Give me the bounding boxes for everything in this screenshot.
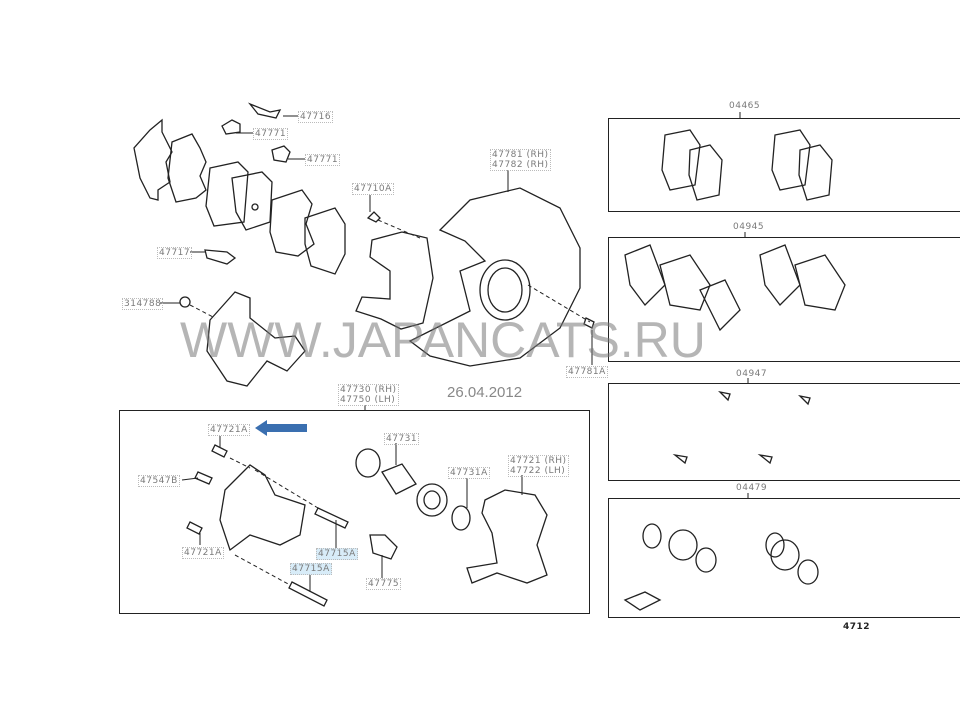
part-label-47775[interactable]: 47775 <box>366 578 402 590</box>
part-label-47731[interactable]: 47731 <box>384 433 420 445</box>
watermark: WWW.JAPANCATS.RU <box>180 312 706 368</box>
diagram-date: 26.04.2012 <box>447 384 523 401</box>
kit-box-04947 <box>608 383 960 481</box>
caliper-bracket-and-dust-shield <box>355 187 595 367</box>
part-label-47710A[interactable]: 47710A <box>352 183 394 195</box>
caliper-exploded-parts <box>186 444 548 607</box>
part-label-47771[interactable]: 47771 <box>305 154 341 166</box>
part-label-47731A[interactable]: 47731A <box>448 467 490 479</box>
part-label-47781[interactable]: 47781 (RH) 47782 (RH) <box>490 149 551 171</box>
part-label-47547B[interactable]: 47547B <box>138 475 180 487</box>
part-label-47715A[interactable]: 47715A <box>290 563 332 575</box>
part-label-314788[interactable]: 314788 <box>122 298 164 310</box>
part-label-47721[interactable]: 47721 (RH) 47722 (LH) <box>508 455 569 477</box>
part-label-47730[interactable]: 47730 (RH) 47750 (LH) <box>338 384 399 406</box>
brake-pad-shims <box>133 102 346 275</box>
kit-label-04479[interactable]: 04479 <box>736 483 768 493</box>
blue-arrow-indicator <box>255 420 307 436</box>
kit-box-04465 <box>608 118 960 212</box>
part-label-47715A[interactable]: 47715A <box>316 548 358 560</box>
kit-box-04479 <box>608 498 960 618</box>
kit-label-04945[interactable]: 04945 <box>733 222 765 232</box>
caliper-assembly <box>179 291 306 387</box>
part-label-47721A[interactable]: 47721A <box>208 424 250 436</box>
kit-box-04945 <box>608 237 960 362</box>
part-label-47717[interactable]: 47717 <box>157 247 193 259</box>
part-label-47716[interactable]: 47716 <box>298 111 334 123</box>
kit-label-04465[interactable]: 04465 <box>729 101 761 111</box>
kit-label-4712[interactable]: 4712 <box>843 622 871 632</box>
part-label-47771[interactable]: 47771 <box>253 128 289 140</box>
leader-lines <box>160 112 749 592</box>
kit-parts <box>623 129 846 611</box>
caliper-assembly-box <box>119 410 590 614</box>
kit-label-04947[interactable]: 04947 <box>736 369 768 379</box>
part-label-47781A[interactable]: 47781A <box>566 366 608 378</box>
part-label-47721A[interactable]: 47721A <box>182 547 224 559</box>
